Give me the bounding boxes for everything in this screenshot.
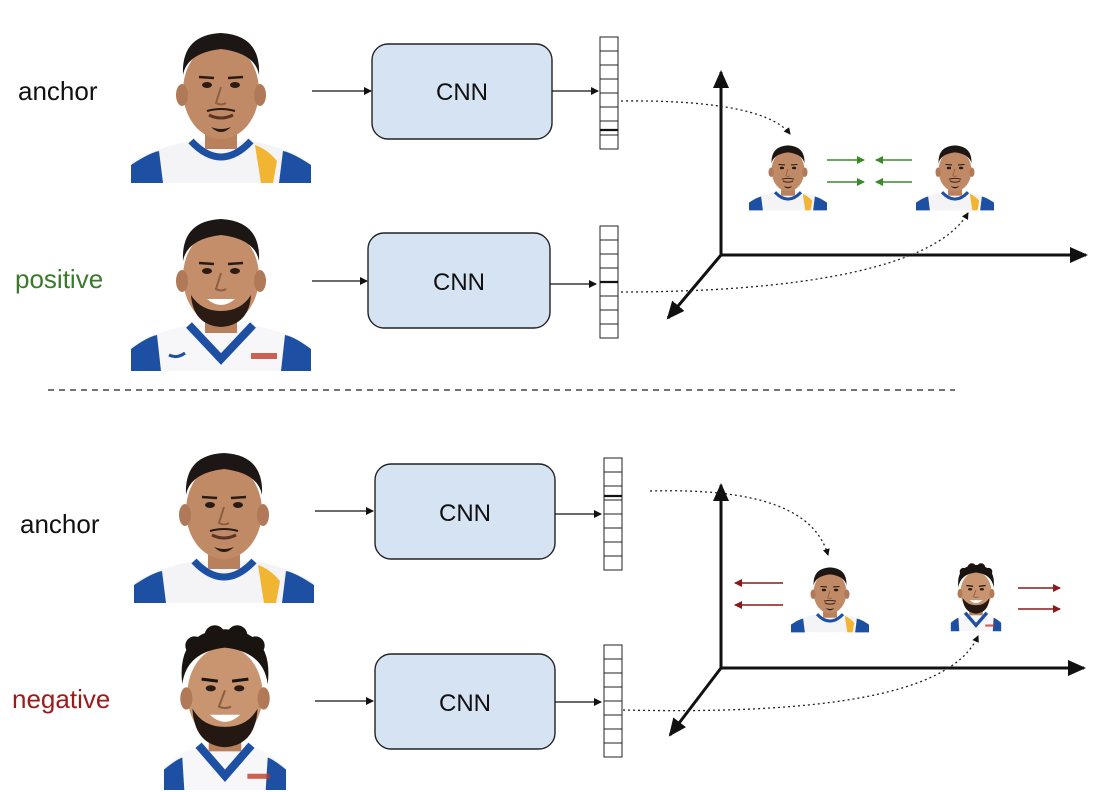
bottom-negative-embedding-vector xyxy=(603,644,623,758)
top-axis-z xyxy=(666,254,723,320)
top-anchor-photo xyxy=(131,33,311,183)
attraction-arrows xyxy=(827,156,912,186)
top-embedding-space-axes xyxy=(666,70,1088,320)
top-anchor-embedding-vector xyxy=(599,36,619,150)
top-positive-embedding-vector xyxy=(599,225,619,339)
top-positive-row: positive CNN xyxy=(15,219,619,371)
top-anchor-thumbnail xyxy=(749,143,827,211)
bottom-negative-cnn-label: CNN xyxy=(439,690,491,717)
bottom-axis-z xyxy=(668,667,723,737)
bottom-anchor-thumbnail xyxy=(791,565,869,633)
bottom-anchor-cnn: CNN xyxy=(374,463,556,560)
bottom-anchor-embedding-vector xyxy=(603,457,623,571)
bottom-anchor-label: anchor xyxy=(20,509,100,539)
bottom-panel: anchor CNN negative xyxy=(12,453,1086,790)
bottom-anchor-mapping-curve xyxy=(649,490,830,556)
bottom-negative-photo xyxy=(164,625,286,790)
top-positive-photo xyxy=(131,219,311,371)
top-positive-thumbnail xyxy=(916,143,994,211)
repulsion-arrows xyxy=(734,579,1061,613)
top-anchor-row: anchor CNN xyxy=(18,33,619,183)
top-positive-mapping-curve xyxy=(620,212,969,293)
bottom-anchor-row: anchor CNN xyxy=(20,453,623,603)
bottom-negative-label: negative xyxy=(12,684,110,714)
bottom-anchor-photo xyxy=(134,453,314,603)
top-positive-cnn: CNN xyxy=(367,232,551,329)
top-positive-cnn-label: CNN xyxy=(433,269,485,296)
bottom-negative-thumbnail xyxy=(950,561,1002,633)
bottom-negative-cnn: CNN xyxy=(374,653,556,750)
bottom-negative-mapping-curve xyxy=(622,635,979,712)
bottom-embedding-space-axes xyxy=(668,483,1086,737)
top-anchor-mapping-curve xyxy=(620,100,791,135)
bottom-anchor-cnn-label: CNN xyxy=(439,500,491,527)
top-anchor-cnn-label: CNN xyxy=(436,79,488,106)
top-positive-label: positive xyxy=(15,264,103,294)
top-anchor-label: anchor xyxy=(18,76,98,106)
top-anchor-cnn: CNN xyxy=(371,43,553,140)
bottom-negative-row: negative CNN xyxy=(12,625,623,790)
top-panel: anchor CNN positive xyxy=(15,33,1088,371)
